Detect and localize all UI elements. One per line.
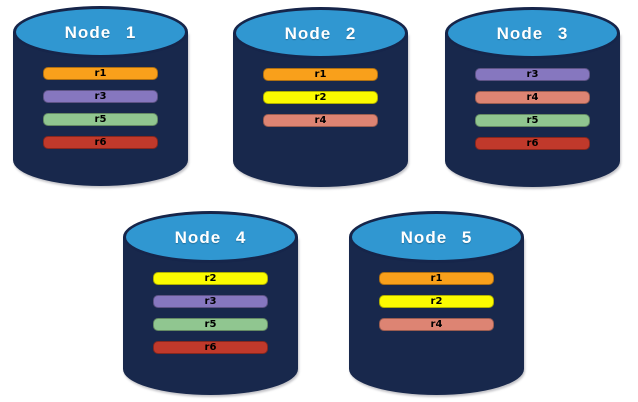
replica-list: r2 r3 r5 r6 xyxy=(153,272,268,364)
replica-bar: r4 xyxy=(263,114,378,127)
replica-list: r1 r2 r4 xyxy=(263,68,378,137)
replica-bar: r3 xyxy=(153,295,268,308)
replica-bar: r2 xyxy=(153,272,268,285)
cylinder-top: Node 3 xyxy=(445,7,620,59)
replica-bar: r6 xyxy=(43,136,158,149)
node-title: Node 2 xyxy=(284,24,357,43)
node-cylinder-5: Node 5 r1 r2 r4 xyxy=(349,211,524,395)
cylinder-body xyxy=(349,237,524,395)
cylinder-top: Node 4 xyxy=(123,211,298,263)
replica-bar: r3 xyxy=(475,68,590,81)
replica-bar: r1 xyxy=(43,67,158,80)
replica-bar: r4 xyxy=(475,91,590,104)
replica-bar: r2 xyxy=(263,91,378,104)
node-cylinder-1: Node 1 r1 r3 r5 r6 xyxy=(13,6,188,186)
replica-bar: r1 xyxy=(379,272,494,285)
cylinder-top: Node 2 xyxy=(233,7,408,59)
cylinder-body xyxy=(123,237,298,395)
node-title: Node 1 xyxy=(64,23,137,42)
cylinder-top: Node 5 xyxy=(349,211,524,263)
node-title: Node 5 xyxy=(400,228,473,247)
replica-bar: r5 xyxy=(475,114,590,127)
node-cylinder-2: Node 2 r1 r2 r4 xyxy=(233,7,408,187)
replica-bar: r5 xyxy=(153,318,268,331)
replica-list: r1 r3 r5 r6 xyxy=(43,67,158,159)
replica-bar: r5 xyxy=(43,113,158,126)
node-title: Node 4 xyxy=(174,228,247,247)
replica-bar: r4 xyxy=(379,318,494,331)
replica-bar: r1 xyxy=(263,68,378,81)
replica-list: r3 r4 r5 r6 xyxy=(475,68,590,160)
replica-bar: r6 xyxy=(475,137,590,150)
node-cylinder-3: Node 3 r3 r4 r5 r6 xyxy=(445,7,620,187)
replica-bar: r6 xyxy=(153,341,268,354)
node-cylinder-4: Node 4 r2 r3 r5 r6 xyxy=(123,211,298,395)
replica-list: r1 r2 r4 xyxy=(379,272,494,341)
node-title: Node 3 xyxy=(496,24,569,43)
replica-bar: r2 xyxy=(379,295,494,308)
replica-bar: r3 xyxy=(43,90,158,103)
cylinder-top: Node 1 xyxy=(13,6,188,58)
